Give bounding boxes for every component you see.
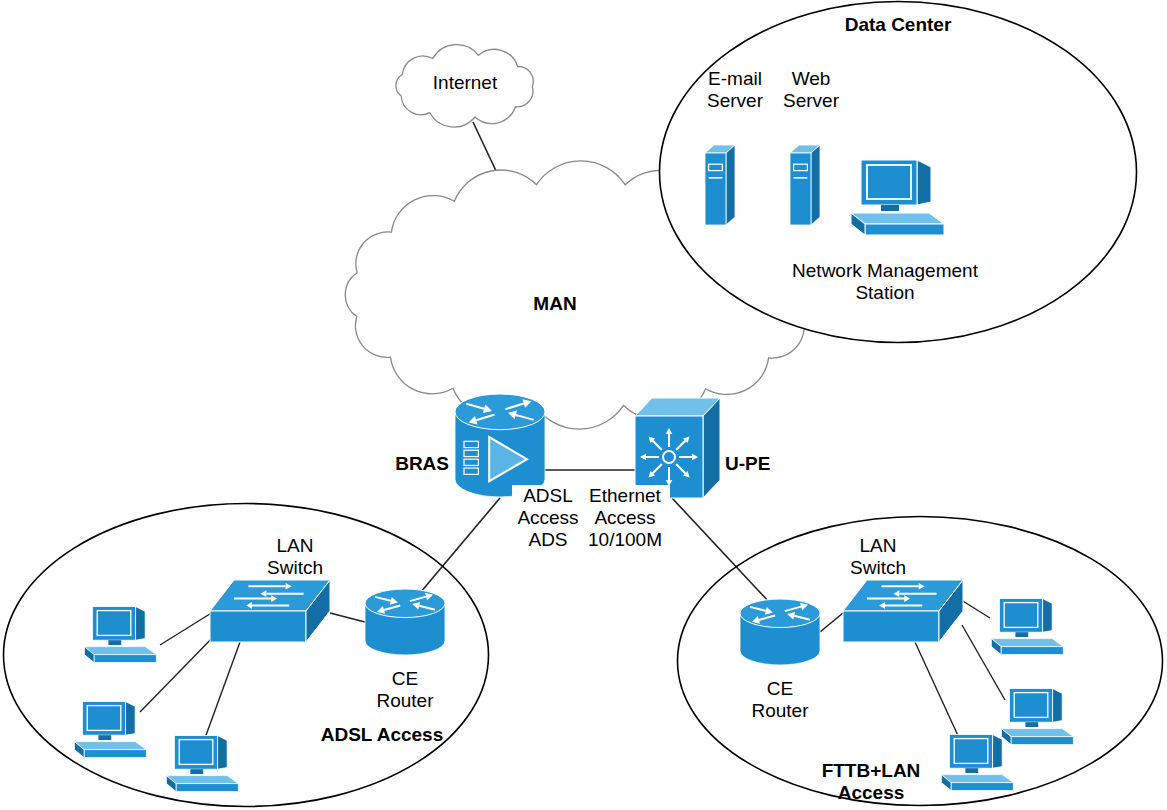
data-center-zone: Data CenterE-mail ServerWeb ServerNetwor… [658,0,1138,344]
pc-icon [991,599,1063,655]
network-link [672,498,770,603]
switch-icon [210,580,330,642]
computer-icon [845,158,945,238]
fttb-site: FTTB+LAN AccessCE Router LAN Switch [676,515,1164,807]
zone-ellipse [2,502,490,808]
email-server: E-mail Server [695,68,775,228]
node-label: LAN Switch [838,535,918,579]
server-icon [705,145,735,225]
lan-switch: LAN Switch [838,535,968,645]
pc-icon [84,607,156,663]
ce-router: CE Router [360,588,450,718]
server-icon [790,145,820,225]
network-link [545,469,635,471]
upe-icon [635,398,720,498]
node-label: ADSL Access [312,724,452,746]
router-icon [740,598,820,666]
node-label: Internet [385,72,545,94]
pc-icon [941,735,1013,791]
pc-icon [1001,689,1073,745]
router-icon [365,588,445,656]
link-label: Ethernet Access 10/100M [580,485,670,551]
node-label: Web Server [778,68,844,112]
pc-icon [166,736,238,792]
network-link [420,498,500,593]
lan-switch: LAN Switch [205,535,335,645]
node-label: E-mail Server [695,68,775,112]
node-label: U-PE [725,453,795,475]
switch-icon [843,580,963,642]
network-link [330,613,365,622]
node-label: LAN Switch [255,535,335,579]
node-label: CE Router [745,678,815,722]
link-label: ADSL Access ADS [512,485,584,551]
node-label: FTTB+LAN Access [816,760,926,804]
pc-icon [74,702,146,758]
bras-icon [455,393,545,498]
node-label: CE Router [370,668,440,712]
management-station: Network Management Station [770,158,1000,308]
internet-cloud: Internet [385,42,545,130]
adsl-site: ADSL Access LAN Switch CE Router [2,502,490,808]
web-server: Web Server [778,68,844,228]
node-label: MAN [505,293,605,315]
node-label: Network Management Station [770,260,1000,304]
node-label: Data Center [818,14,978,36]
ce-router: CE Router [735,598,825,728]
pc-wires [140,598,1005,740]
network-link [820,613,843,632]
node-label: BRAS [385,453,449,475]
